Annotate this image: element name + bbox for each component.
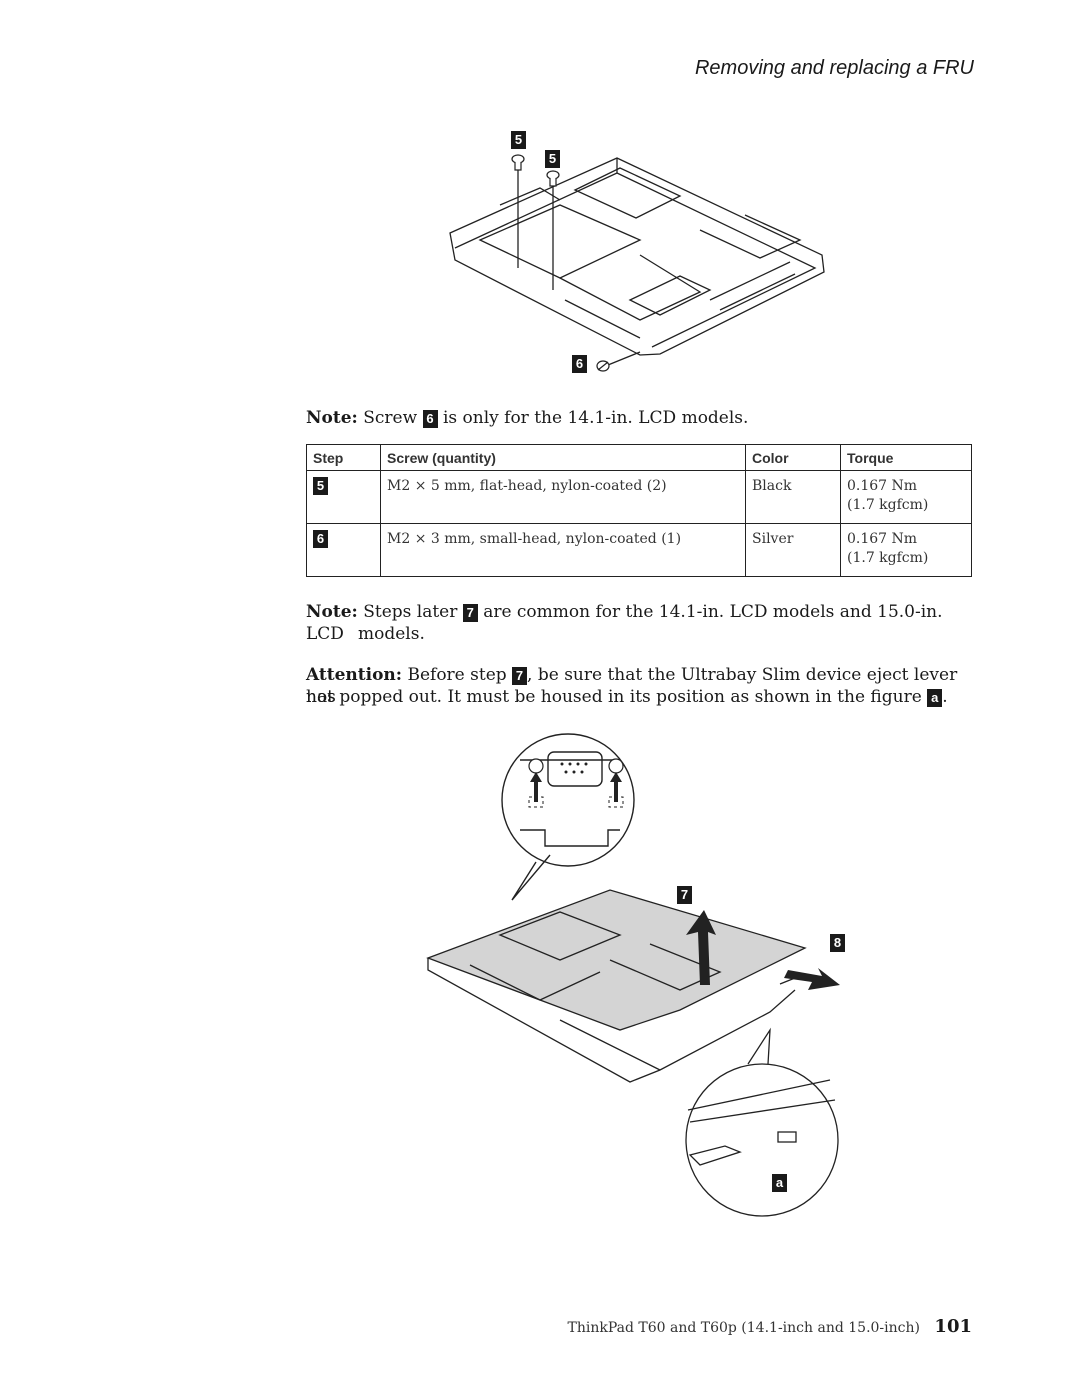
callout-5b: 5 [545, 150, 560, 168]
note-text-after: are common for the 14.1-in. LCD models a… [306, 602, 943, 644]
row-torque: 0.167 Nm (1.7 kgfcm) [840, 523, 972, 577]
note-continuation: models. [358, 624, 425, 644]
note-label: Note: [306, 408, 358, 428]
footer-text: ThinkPad T60 and T60p (14.1-inch and 15.… [567, 1320, 920, 1336]
note-steps-later: Note: Steps later 7 are common for the 1… [306, 601, 966, 645]
torque-kgfcm: (1.7 kgfcm) [847, 550, 929, 566]
row-torque: 0.167 Nm (1.7 kgfcm) [840, 470, 972, 524]
callout-7: 7 [677, 886, 692, 904]
note-text-after: is only for the 14.1-in. LCD models. [442, 408, 749, 428]
system-board-illustration [426, 733, 840, 1217]
torque-nm: 0.167 Nm [847, 531, 918, 547]
col-screw: Screw (quantity) [380, 444, 746, 471]
attention-line-1: Attention: Before step 7, be sure that t… [306, 664, 976, 708]
attention-text-after: , be sure that the Ultrabay Slim device … [306, 665, 958, 707]
row-color: Black [745, 470, 841, 524]
callout-a: a [772, 1174, 787, 1192]
callout-6: 6 [572, 355, 587, 373]
attention-label: Attention: [306, 665, 403, 685]
note-callout-6: 6 [422, 409, 438, 428]
torque-nm: 0.167 Nm [847, 478, 918, 494]
callout-5a: 5 [511, 131, 526, 149]
attention-line-2: not popped out. It must be housed in its… [306, 686, 976, 708]
note-text-before: Screw [363, 408, 418, 428]
table-row: 5 M2 × 5 mm, flat-head, nylon-coated (2)… [306, 470, 972, 524]
attention-callout-7: 7 [512, 666, 528, 685]
col-color: Color [745, 444, 841, 471]
screw-table: Step Screw (quantity) Color Torque 5 M2 … [306, 444, 972, 577]
attention-text-line2: not popped out. It must be housed in its… [306, 687, 922, 707]
attention-text-before: Before step [407, 665, 507, 685]
note-screw-6: Note: Screw 6 is only for the 14.1-in. L… [306, 407, 748, 429]
page-number: 101 [934, 1316, 972, 1337]
attention-text-end: . [942, 687, 948, 707]
table-header-row: Step Screw (quantity) Color Torque [306, 444, 972, 471]
col-step: Step [306, 444, 381, 471]
laptop-base-illustration [449, 154, 825, 372]
note-callout-7: 7 [462, 603, 478, 622]
col-torque: Torque [840, 444, 972, 471]
callout-8: 8 [830, 934, 845, 952]
row-step-callout: 5 [313, 477, 328, 495]
row-step-callout: 6 [313, 530, 328, 548]
row-screw: M2 × 3 mm, small-head, nylon-coated (1) [380, 523, 746, 577]
page-header-title: Removing and replacing a FRU [694, 57, 974, 79]
row-screw: M2 × 5 mm, flat-head, nylon-coated (2) [380, 470, 746, 524]
torque-kgfcm: (1.7 kgfcm) [847, 497, 929, 513]
note-label: Note: [306, 602, 358, 622]
note-text-before: Steps later [363, 602, 458, 622]
table-row: 6 M2 × 3 mm, small-head, nylon-coated (1… [306, 523, 972, 577]
attention-callout-a: a [927, 688, 943, 707]
row-color: Silver [745, 523, 841, 577]
page-footer: ThinkPad T60 and T60p (14.1-inch and 15.… [567, 1316, 972, 1337]
